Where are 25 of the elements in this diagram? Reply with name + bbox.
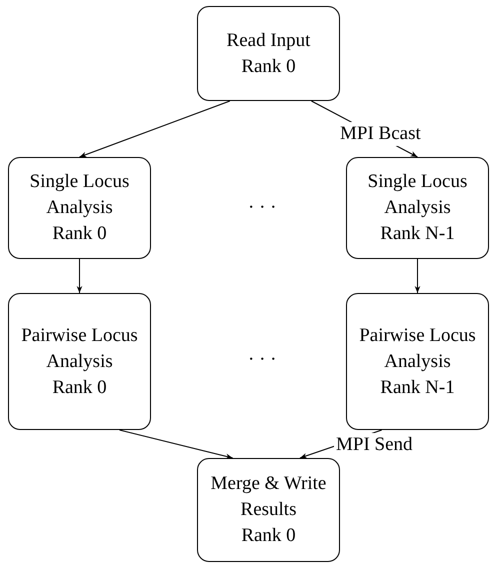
arrow [119,430,234,460]
process-box [8,293,151,430]
process-box [8,157,151,259]
box-text: Rank 0 [241,54,296,78]
ellipsis-text: · · · [248,196,276,220]
box-text: Read Input [226,28,310,52]
process-box [197,6,340,101]
process-box [197,458,340,562]
box-text: Pairwise Locus Analysis [358,324,477,374]
arrow [79,100,230,158]
box-text: Merge & Write Results [210,472,328,522]
box-text: Rank 0 [52,222,107,246]
box-text: Rank N-1 [380,222,455,246]
edge-label: MPI Bcast [338,122,423,146]
process-box [346,157,489,259]
ellipsis-text: · · · [248,348,276,372]
box-text: Rank 0 [52,376,107,400]
arrow [414,258,420,294]
process-box [346,293,489,430]
arrow [76,258,82,294]
box-text: Rank 0 [241,524,296,548]
box-text: Single Locus Analysis [28,170,130,220]
box-text: Rank N-1 [380,376,455,400]
box-text: Single Locus Analysis [366,170,468,220]
box-text: Pairwise Locus Analysis [20,324,139,374]
